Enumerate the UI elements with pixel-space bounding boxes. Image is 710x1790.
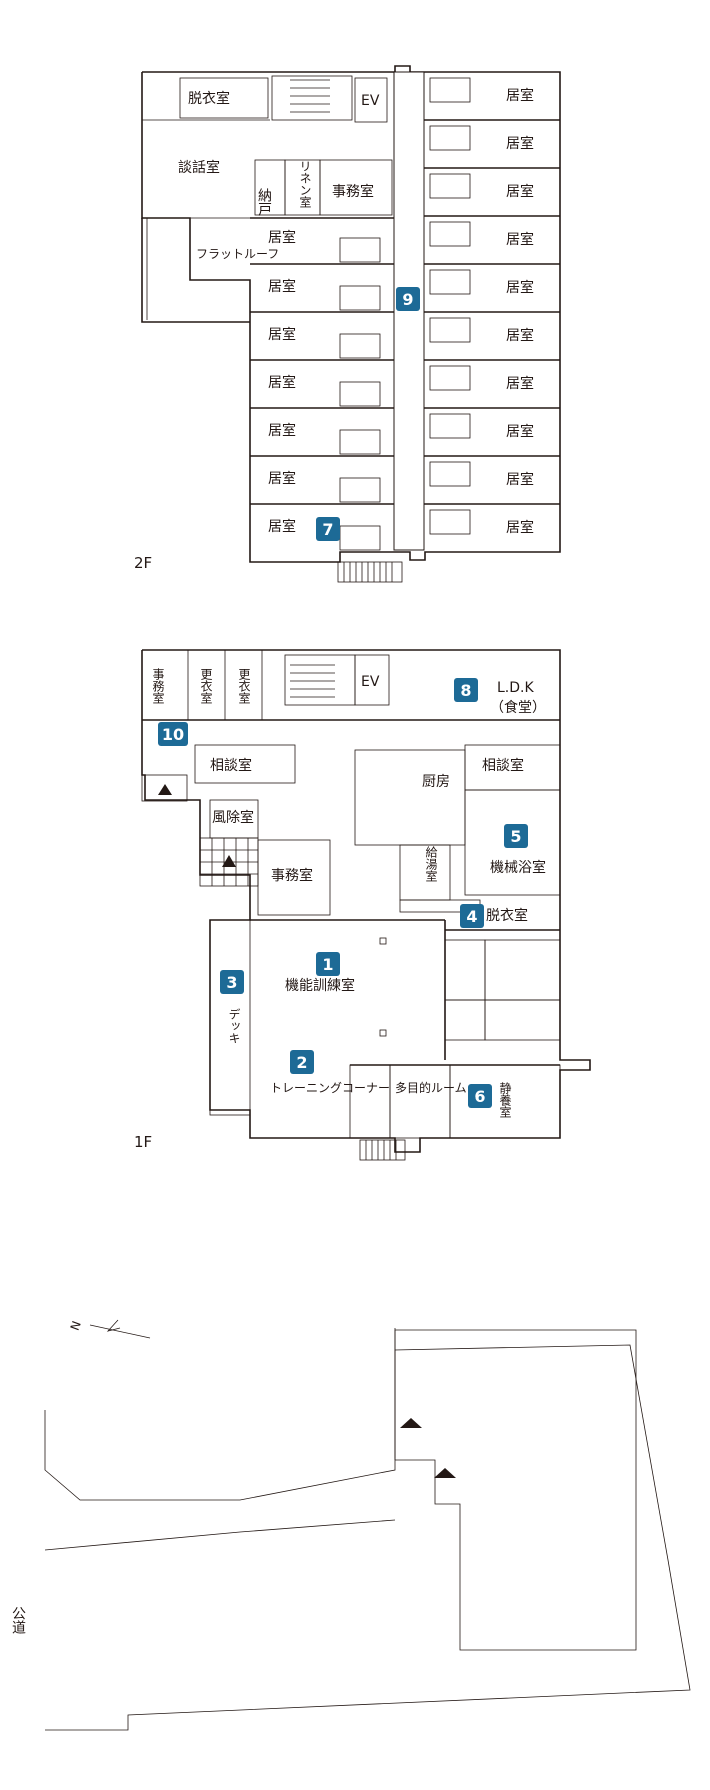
label-1f-changing-1: 更衣室 — [199, 668, 213, 704]
svg-text:5: 5 — [510, 827, 521, 846]
north-arrow-icon — [89, 1319, 151, 1339]
label-2f-room: 居室 — [268, 326, 296, 343]
left-room-grid — [250, 217, 394, 551]
label-2f-room: 居室 — [268, 422, 296, 439]
label-1f-machine-bath: 機械浴室 — [490, 859, 546, 876]
label-1f-consult-1: 相談室 — [210, 757, 252, 774]
plan-2f — [141, 65, 561, 583]
label-1f-dining: （食堂） — [490, 699, 546, 716]
label-1f-dressing: 脱衣室 — [486, 907, 528, 924]
label-2f-room: 居室 — [268, 518, 296, 535]
svg-text:9: 9 — [402, 290, 413, 309]
public-road-label: 公道 — [10, 1606, 26, 1635]
svg-text:2: 2 — [296, 1053, 307, 1072]
badge-5: 5 — [504, 824, 528, 848]
svg-text:1: 1 — [322, 955, 333, 974]
label-2f-room: 居室 — [506, 471, 534, 488]
badge-3: 3 — [220, 970, 244, 994]
label-1f-training-room: 機能訓練室 — [285, 977, 355, 994]
label-2f-room: 居室 — [268, 470, 296, 487]
resident-room-labels-2f: 居室 居室 居室 居室 居室 居室 居室 居室 居室 居室 居室 居室 居室 居… — [268, 87, 534, 536]
svg-text:6: 6 — [474, 1087, 485, 1106]
label-1f-water-heater: 給湯室 — [424, 846, 438, 882]
label-2f-room: 居室 — [506, 375, 534, 392]
badge-10: 10 — [158, 722, 188, 746]
svg-text:4: 4 — [466, 907, 477, 926]
label-2f-ev: EV — [361, 93, 380, 109]
label-1f-ldk: L.D.K — [497, 680, 534, 696]
badge-7: 7 — [316, 517, 340, 541]
label-2f-dressing: 脱衣室 — [188, 90, 230, 107]
right-room-grid — [424, 77, 560, 535]
label-2f-room: 居室 — [506, 183, 534, 200]
label-1f-quiet-room: 静養室 — [498, 1082, 512, 1118]
label-1f-windbreak: 風除室 — [212, 809, 254, 826]
plan-1f — [141, 649, 591, 1161]
label-2f-room: 居室 — [506, 87, 534, 104]
label-2f-room: 居室 — [268, 229, 296, 246]
label-2f-storage: 納戸 — [256, 188, 272, 216]
badge-8: 8 — [454, 678, 478, 702]
label-1f-training-corner: トレーニングコーナー — [270, 1081, 390, 1095]
floor-label-2f: 2F — [134, 554, 152, 572]
label-1f-multipurpose: 多目的ルーム — [395, 1080, 467, 1095]
label-2f-office: 事務室 — [332, 183, 374, 200]
site-plan: N — [44, 1319, 691, 1731]
label-1f-consult-2: 相談室 — [482, 757, 524, 774]
badge-9: 9 — [396, 287, 420, 311]
label-1f-ev: EV — [361, 674, 380, 690]
svg-text:7: 7 — [322, 520, 333, 539]
label-1f-changing-2: 更衣室 — [237, 668, 251, 704]
badge-4: 4 — [460, 904, 484, 928]
svg-text:10: 10 — [162, 725, 184, 744]
label-2f-room: 居室 — [506, 279, 534, 296]
svg-text:3: 3 — [226, 973, 237, 992]
label-2f-room: 居室 — [506, 327, 534, 344]
label-2f-lounge: 談話室 — [178, 159, 220, 176]
label-2f-room: 居室 — [506, 135, 534, 152]
stair-2f-bottom — [337, 561, 403, 583]
label-2f-linen: リネン室 — [298, 160, 312, 208]
label-1f-office: 事務室 — [271, 867, 313, 884]
label-2f-room: 居室 — [506, 231, 534, 248]
label-2f-flat-roof: フラットルーフ — [196, 247, 279, 261]
label-2f-room: 居室 — [506, 423, 534, 440]
badge-1: 1 — [316, 952, 340, 976]
badge-2: 2 — [290, 1050, 314, 1074]
label-2f-room: 居室 — [268, 374, 296, 391]
label-2f-room: 居室 — [506, 519, 534, 536]
label-2f-room: 居室 — [268, 278, 296, 295]
label-1f-deck: デッキ — [227, 1008, 241, 1044]
svg-text:8: 8 — [460, 681, 471, 700]
label-1f-kitchen: 厨房 — [422, 774, 450, 790]
north-label: N — [68, 1319, 84, 1332]
floor-label-1f: 1F — [134, 1133, 152, 1151]
badge-6: 6 — [468, 1084, 492, 1108]
label-1f-office-small: 事務室 — [151, 668, 165, 704]
